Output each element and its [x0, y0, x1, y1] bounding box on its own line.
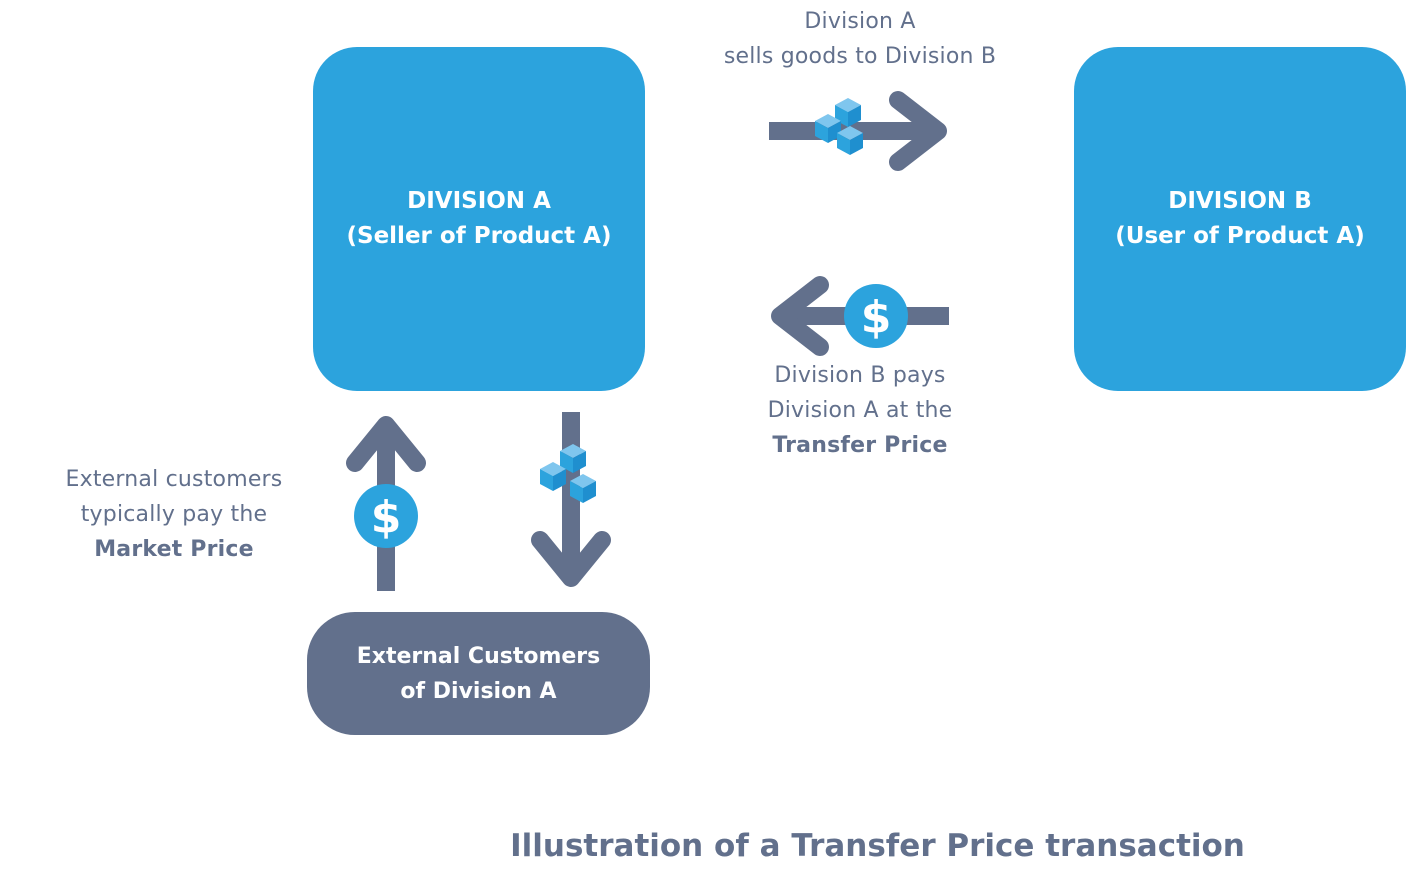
dollar-sign-glyph: $	[861, 292, 892, 343]
ext-caption-line2: typically pay the	[80, 502, 268, 527]
division-a-box: DIVISION A (Seller of Product A)	[313, 47, 645, 391]
market-price-caption: External customers typically pay the Mar…	[24, 462, 324, 567]
external-customers-title: External Customers	[356, 643, 601, 669]
division-b-box: DIVISION B (User of Product A)	[1074, 47, 1406, 391]
dollar-coin-icon: $	[354, 484, 418, 548]
transfer-price-label: Transfer Price	[772, 433, 948, 458]
division-b-title: DIVISION B	[1168, 188, 1312, 214]
sells-caption-line1: Division A	[804, 9, 916, 34]
dollar-sign-glyph: $	[371, 492, 402, 543]
sells-goods-caption: Division A sells goods to Division B	[660, 4, 1060, 74]
ext-caption-line1: External customers	[65, 467, 283, 492]
sells-caption-line2: sells goods to Division B	[723, 44, 997, 69]
division-a-title: DIVISION A	[407, 188, 551, 214]
external-customers-subtitle: of Division A	[400, 678, 557, 704]
transfer-price-caption: Division B pays Division A at the Transf…	[700, 358, 1020, 463]
diagram-title: Illustration of a Transfer Price transac…	[510, 828, 1245, 864]
division-a-subtitle: (Seller of Product A)	[346, 223, 612, 249]
pays-caption-line2: Division A at the	[767, 398, 953, 423]
dollar-coin-icon: $	[844, 284, 908, 348]
pays-caption-line1: Division B pays	[774, 363, 946, 388]
market-price-label: Market Price	[94, 537, 254, 562]
external-customers-box: External Customers of Division A	[307, 612, 650, 735]
division-b-subtitle: (User of Product A)	[1115, 223, 1365, 249]
